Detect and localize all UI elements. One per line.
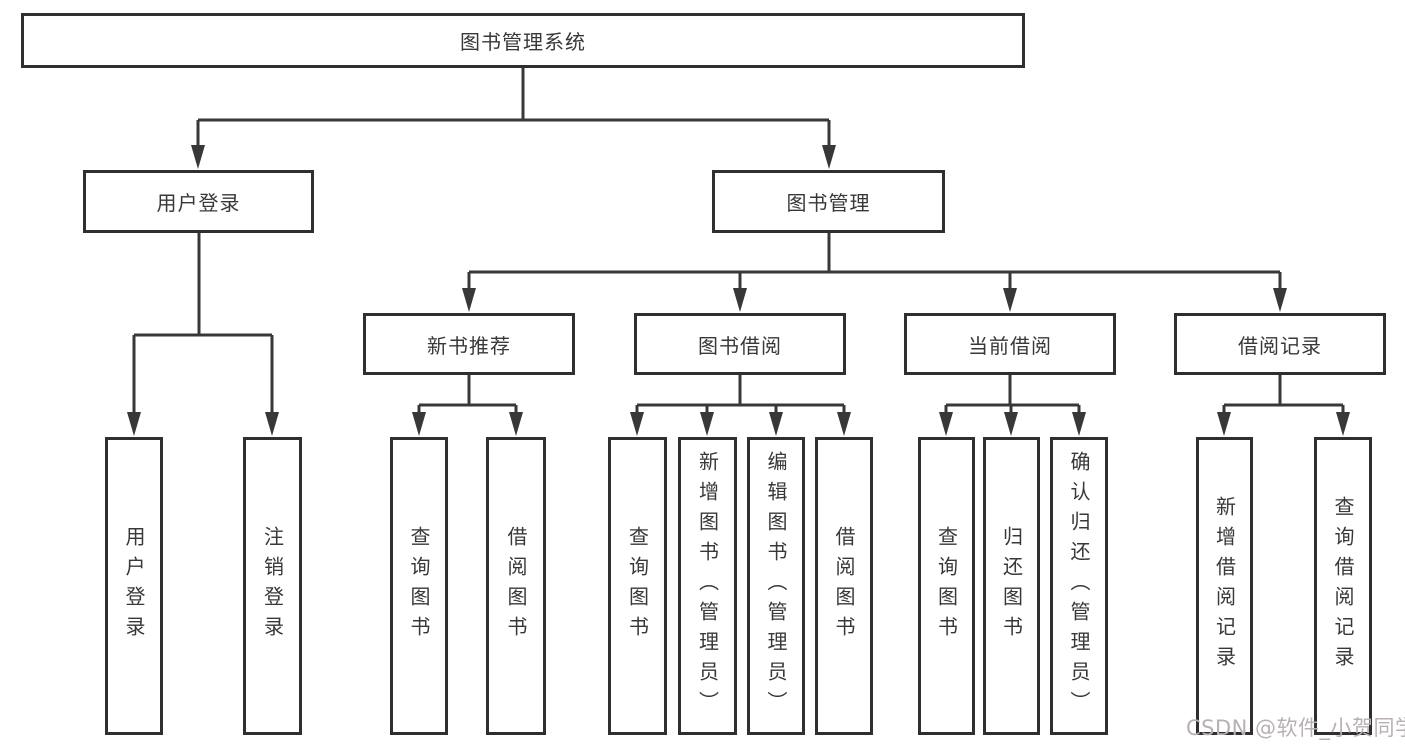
node-user-login-label: 用户登录 bbox=[156, 191, 241, 215]
node-book-management-label: 图书管理 bbox=[786, 191, 871, 215]
node-user-login: 用户登录 bbox=[83, 170, 314, 233]
leaf-borrow-borrow-books-label: 借阅图书 bbox=[832, 526, 856, 646]
node-current-borrow: 当前借阅 bbox=[904, 313, 1116, 375]
leaf-logout: 注销登录 bbox=[243, 437, 302, 735]
leaf-borrow-edit-books-admin: 编辑图书（管理员） bbox=[747, 437, 805, 735]
leaf-borrow-query-books: 查询图书 bbox=[608, 437, 667, 735]
leaf-records-add-record: 新增借阅记录 bbox=[1196, 437, 1253, 735]
node-current-borrow-label: 当前借阅 bbox=[968, 333, 1052, 358]
node-root-system: 图书管理系统 bbox=[21, 13, 1025, 68]
node-root-label: 图书管理系统 bbox=[460, 30, 586, 54]
node-borrow-records: 借阅记录 bbox=[1174, 313, 1386, 375]
leaf-current-return-books-label: 归还图书 bbox=[999, 526, 1024, 646]
leaf-newbooks-borrow-books: 借阅图书 bbox=[486, 437, 546, 735]
leaf-current-query-books: 查询图书 bbox=[918, 437, 975, 735]
leaf-records-query-record: 查询借阅记录 bbox=[1314, 437, 1372, 735]
node-borrow-records-label: 借阅记录 bbox=[1238, 333, 1322, 358]
node-book-borrow: 图书借阅 bbox=[634, 313, 846, 375]
leaf-current-confirm-return-admin-label: 确认归还（管理员） bbox=[1067, 451, 1091, 721]
leaf-newbooks-borrow-books-label: 借阅图书 bbox=[504, 526, 528, 646]
leaf-records-add-record-label: 新增借阅记录 bbox=[1212, 496, 1237, 676]
node-new-book-recommend-label: 新书推荐 bbox=[427, 333, 511, 358]
node-book-borrow-label: 图书借阅 bbox=[698, 333, 782, 358]
node-new-book-recommend: 新书推荐 bbox=[363, 313, 575, 375]
leaf-user-login: 用户登录 bbox=[105, 437, 163, 735]
leaf-borrow-edit-books-admin-label: 编辑图书（管理员） bbox=[764, 451, 788, 721]
leaf-borrow-borrow-books: 借阅图书 bbox=[815, 437, 873, 735]
leaf-current-query-books-label: 查询图书 bbox=[934, 526, 959, 646]
leaf-current-return-books: 归还图书 bbox=[983, 437, 1040, 735]
leaf-newbooks-query-books-label: 查询图书 bbox=[407, 526, 431, 646]
leaf-user-login-label: 用户登录 bbox=[122, 526, 146, 646]
arrowheads bbox=[127, 145, 1350, 436]
leaf-borrow-query-books-label: 查询图书 bbox=[625, 526, 650, 646]
leaf-newbooks-query-books: 查询图书 bbox=[390, 437, 448, 735]
leaf-current-confirm-return-admin: 确认归还（管理员） bbox=[1050, 437, 1108, 735]
leaf-borrow-add-books-admin: 新增图书（管理员） bbox=[678, 437, 737, 735]
leaf-records-query-record-label: 查询借阅记录 bbox=[1331, 496, 1355, 676]
node-book-management: 图书管理 bbox=[712, 170, 945, 233]
leaf-logout-label: 注销登录 bbox=[260, 526, 285, 646]
leaf-borrow-add-books-admin-label: 新增图书（管理员） bbox=[695, 451, 720, 721]
watermark: CSDN @软件_小贺同学 bbox=[1186, 716, 1405, 740]
